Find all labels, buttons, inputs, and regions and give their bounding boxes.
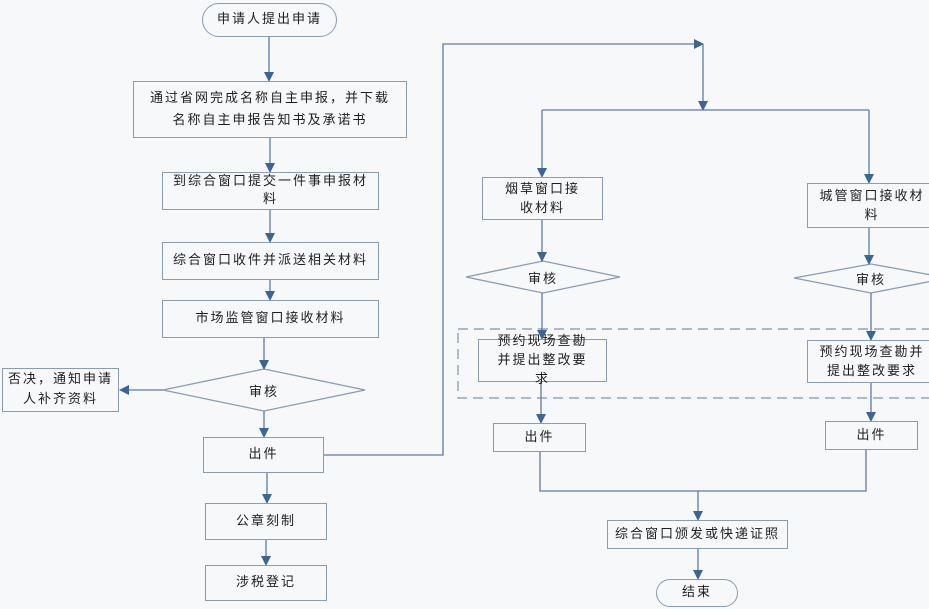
connector-branches-merge [539,450,867,492]
tobacco-receive-step: 烟草窗口接收材料 [482,177,603,220]
urban-receive-step: 城管窗口接收材料 [807,183,929,228]
end-node: 结束 [656,579,738,607]
seal-engraving-step: 公章刻制 [205,503,327,540]
main-review-label: 审核 [248,384,279,400]
name-declaration-step: 通过省网完成名称自主申报，并下载名称自主申报告知书及承诺书 [133,81,407,138]
connector-issue-to-branches [324,39,704,456]
tax-registration-step: 涉税登记 [205,565,327,601]
dispatch-materials-step: 综合窗口收件并派送相关材料 [162,242,379,280]
urban-survey-step: 预约现场查勘并提出整改要求 [807,340,929,383]
market-receive-step: 市场监管窗口接收材料 [162,300,379,338]
tobacco-review-diamond [465,260,621,294]
tobacco-survey-step: 预约现场查勘并提出整改要求 [478,334,607,387]
start-node: 申请人提出申请 [202,3,337,37]
submit-materials-step: 到综合窗口提交一件事申报材料 [162,172,379,210]
urban-issue-step: 出件 [825,421,918,450]
survey-dashed-group [457,328,929,399]
reject-notice-step: 否决，通知申请人补齐资料 [2,368,119,412]
tobacco-review-label: 审核 [527,271,558,287]
main-review-diamond [162,368,366,412]
certificate-issuance-step: 综合窗口颁发或快递证照 [607,520,788,549]
urban-review-diamond [793,263,929,294]
main-issue-step: 出件 [203,437,324,473]
tobacco-issue-step: 出件 [493,423,586,452]
urban-review-label: 审核 [855,272,886,288]
